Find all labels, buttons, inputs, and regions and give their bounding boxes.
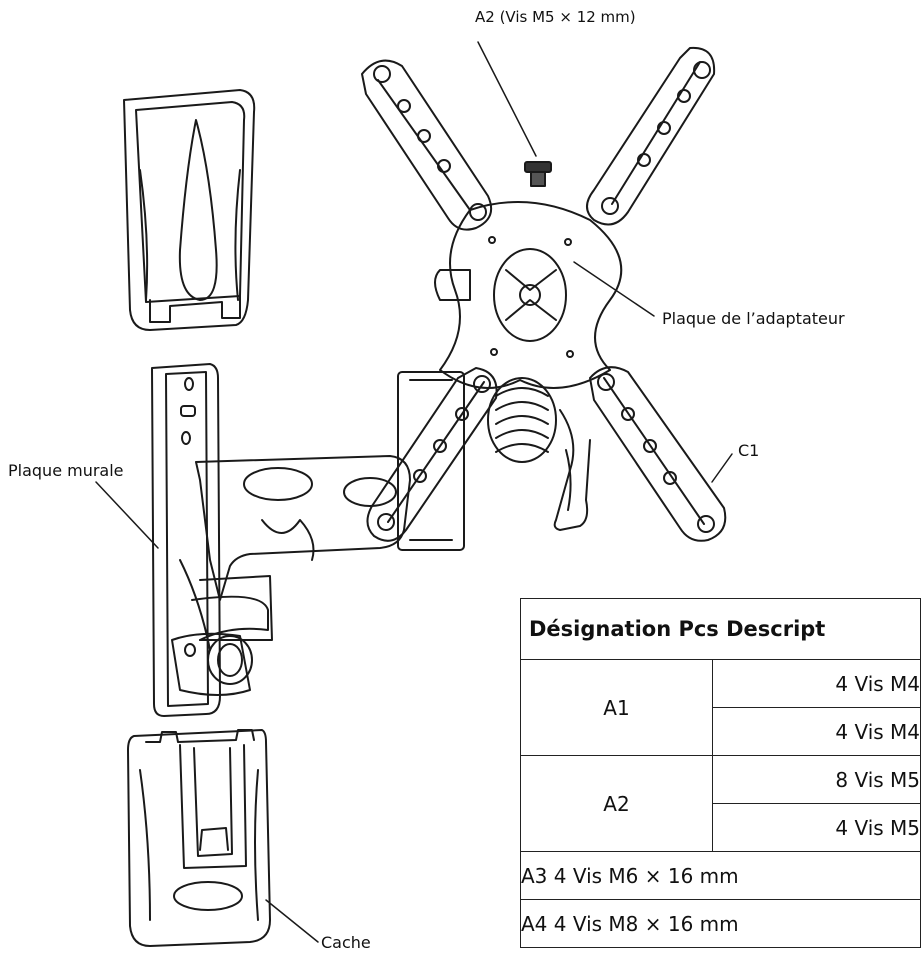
label-adapter-plate: Plaque de l’adaptateur: [662, 309, 845, 328]
wall-plate: [151, 363, 221, 717]
table-row: 4 Vis M4: [521, 707, 921, 756]
lower-arm: [171, 455, 411, 696]
table-row: A1 4 Vis M4: [520, 659, 921, 756]
description-cell: 4 Vis M4: [711, 659, 921, 708]
table-row: A4 4 Vis M8 × 16 mm: [519, 899, 921, 948]
leader-a2: [477, 41, 537, 157]
description-cell: 8 Vis M5: [711, 755, 921, 804]
screw-a2: [524, 161, 552, 187]
leader-adapter-plate: [573, 261, 655, 317]
upper-cover: [123, 89, 256, 331]
label-cover: Cache: [321, 933, 371, 952]
row-a3: A3 4 Vis M6 × 16 mm: [519, 851, 921, 900]
leader-c1: [711, 453, 733, 483]
description-cell: 4 Vis M5: [711, 803, 921, 852]
exploded-assembly-drawing: [95, 41, 733, 947]
vesa-arm-bottom-left: [366, 367, 498, 542]
designation-a1: A1: [520, 659, 713, 756]
vesa-arm-top-right: [586, 46, 716, 226]
table-header: Désignation Pcs Descript: [519, 598, 921, 660]
leader-wall-plate: [95, 481, 159, 549]
label-screw-a2: A2 (Vis M5 × 12 mm): [475, 8, 636, 26]
table-header-row: Désignation Pcs Descript: [519, 598, 921, 660]
table-row: 4 Vis M5: [521, 803, 921, 852]
leader-cover: [265, 899, 319, 943]
parts-table: Désignation Pcs Descript A1 4 Vis M4 4 V…: [519, 598, 921, 948]
description-cell: 4 Vis M4: [711, 707, 921, 756]
leader-lines: [95, 41, 733, 943]
label-c1: C1: [738, 441, 760, 460]
vesa-arm-top-left: [361, 59, 492, 231]
adapter-plate: [439, 201, 623, 389]
table-row: A3 4 Vis M6 × 16 mm: [519, 851, 921, 900]
label-wall-plate: Plaque murale: [8, 461, 124, 480]
tilt-mechanism: [397, 269, 591, 551]
lower-cover: [127, 729, 271, 947]
parts-table-container: Désignation Pcs Descript A1 4 Vis M4 4 V…: [519, 598, 921, 965]
table-row: A2 8 Vis M5: [520, 755, 921, 852]
vesa-arm-bottom-right: [589, 366, 727, 542]
row-a4: A4 4 Vis M8 × 16 mm: [519, 899, 921, 948]
designation-a2: A2: [520, 755, 713, 852]
